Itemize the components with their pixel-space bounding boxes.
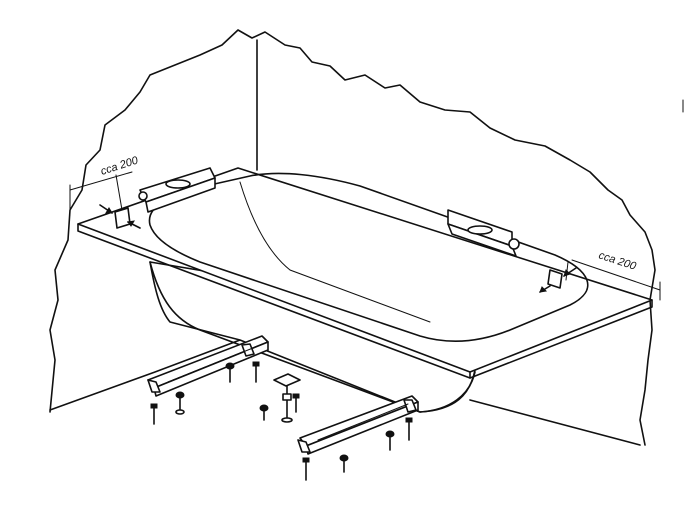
screw-icon — [252, 361, 260, 383]
wall-bracket-right — [539, 267, 577, 293]
spirit-level-left — [138, 167, 216, 213]
center-adjustable-foot — [273, 373, 301, 423]
screw-icon — [175, 391, 185, 415]
screw-icon — [385, 430, 395, 451]
distance-label-left: cca 200 — [99, 154, 140, 178]
spirit-level-icon — [467, 225, 493, 235]
screw-icon — [405, 417, 413, 441]
screw-icon — [259, 404, 269, 421]
floor-line — [49, 339, 241, 411]
screw-icon — [225, 362, 235, 383]
spirit-level-icon — [165, 179, 191, 189]
screw-icon — [339, 454, 349, 473]
screw-icon — [302, 457, 310, 481]
bathtub-basin-inner — [239, 181, 431, 323]
wall-outline — [49, 29, 656, 446]
support-rail-right — [297, 395, 419, 455]
bathtub-side-curve — [149, 261, 421, 413]
hardware-screws — [150, 361, 413, 481]
bathtub-end-curve — [419, 371, 476, 413]
wall-bracket-left — [99, 204, 141, 229]
screw-icon — [292, 393, 300, 413]
distance-label-right: cca 200 — [597, 249, 638, 273]
screw-icon — [150, 403, 158, 425]
support-rail-left — [147, 335, 269, 397]
floor-line-right — [469, 399, 641, 446]
spirit-level-right — [447, 209, 520, 257]
